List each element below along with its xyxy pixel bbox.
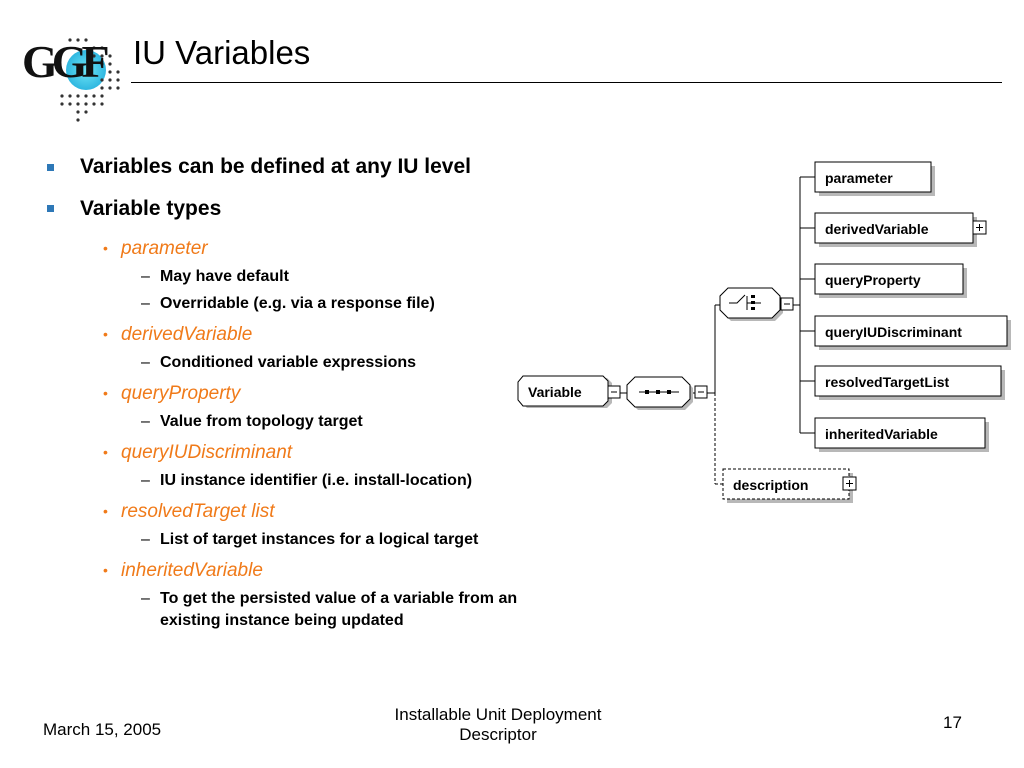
type-name: queryProperty — [121, 383, 241, 404]
schema-node-label: queryIUDiscriminant — [825, 324, 962, 340]
dash-icon: – — [141, 531, 150, 548]
type-detail: May have default — [160, 268, 289, 285]
schema-node-inheritedvariable[interactable]: inheritedVariable — [814, 417, 989, 452]
type-detail: Conditioned variable expressions — [160, 354, 417, 371]
type-detail: To get the persisted value of a variable… — [160, 590, 518, 607]
type-detail: Overridable (e.g. via a response file) — [160, 295, 435, 312]
schema-node-label: parameter — [825, 170, 893, 186]
choice-compositor-icon[interactable] — [719, 287, 783, 321]
svg-text:GGF: GGF — [22, 36, 108, 87]
ggf-logo: GGF — [22, 36, 120, 122]
collapse-icon[interactable] — [607, 385, 621, 399]
schema-node-resolvedtargetlist[interactable]: resolvedTargetList — [814, 365, 1005, 400]
bullet-dot-icon: • — [103, 240, 108, 256]
schema-node-variable[interactable]: Variable — [517, 375, 612, 408]
schema-node-label: inheritedVariable — [825, 426, 938, 442]
type-name: parameter — [121, 238, 208, 259]
footer-date: March 15, 2005 — [43, 720, 162, 739]
schema-node-parameter[interactable]: parameter — [814, 161, 935, 196]
schema-node-description[interactable]: description — [722, 468, 853, 503]
dash-icon: – — [141, 354, 150, 371]
type-detail: IU instance identifier (i.e. install-loc… — [160, 472, 473, 489]
type-detail: Value from topology target — [160, 413, 363, 430]
bullet-dot-icon: • — [103, 503, 108, 519]
dash-icon: – — [141, 413, 150, 430]
type-detail: List of target instances for a logical t… — [160, 531, 479, 548]
bullet-text: Variables can be defined at any IU level — [80, 155, 472, 178]
type-name: inheritedVariable — [121, 560, 263, 581]
schema-node-label: resolvedTargetList — [825, 374, 950, 390]
bullet-square-icon — [47, 205, 54, 212]
bullet-dot-icon: • — [103, 562, 108, 578]
sequence-compositor-icon[interactable] — [626, 376, 693, 410]
page-number: 17 — [943, 713, 962, 732]
bullet-dot-icon: • — [103, 385, 108, 401]
dash-icon: – — [141, 295, 150, 312]
footer-title-line: Installable Unit Deployment — [394, 705, 602, 724]
schema-diagram: Variable — [517, 161, 1011, 503]
type-detail-continued: existing instance being updated — [160, 612, 404, 629]
footer-title: Installable Unit Deployment Descriptor — [300, 705, 696, 745]
type-name: derivedVariable — [121, 324, 253, 345]
slide-title: IU Variables — [133, 34, 311, 71]
schema-node-queryiudiscriminant[interactable]: queryIUDiscriminant — [814, 315, 1011, 350]
schema-node-queryproperty[interactable]: queryProperty — [814, 263, 967, 298]
bullet-dot-icon: • — [103, 326, 108, 342]
schema-node-label: queryProperty — [825, 272, 921, 288]
collapse-icon[interactable] — [780, 297, 794, 311]
dash-icon: – — [141, 268, 150, 285]
dash-icon: – — [141, 472, 150, 489]
schema-connector-lines — [617, 176, 815, 485]
schema-node-label: Variable — [528, 384, 582, 400]
schema-node-label: derivedVariable — [825, 221, 929, 237]
footer-title-line: Descriptor — [459, 725, 537, 744]
bullet-dot-icon: • — [103, 444, 108, 460]
type-name: resolvedTarget list — [121, 501, 275, 522]
schema-node-derivedvariable[interactable]: derivedVariable — [814, 212, 977, 247]
expand-icon[interactable] — [842, 476, 857, 491]
collapse-icon[interactable] — [694, 385, 708, 399]
title-divider — [131, 82, 1002, 83]
schema-node-label: description — [733, 477, 808, 493]
type-name: queryIUDiscriminant — [121, 442, 293, 463]
bullet-square-icon — [47, 164, 54, 171]
dash-icon: – — [141, 590, 150, 607]
bullet-text: Variable types — [80, 197, 222, 220]
expand-icon[interactable] — [972, 220, 987, 235]
